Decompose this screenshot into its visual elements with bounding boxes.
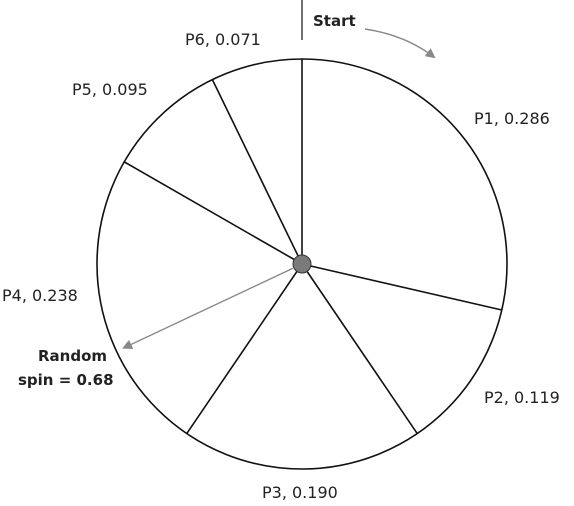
- segment-label-p4: P4, 0.238: [2, 286, 78, 305]
- segment-label-p1: P1, 0.286: [474, 109, 550, 128]
- segment-divider: [123, 161, 303, 265]
- segment-divider: [301, 263, 502, 311]
- start-label: Start: [313, 12, 356, 30]
- segment-dividers: [123, 59, 502, 435]
- start-direction-arrow: [364, 28, 436, 59]
- segment-divider: [186, 263, 303, 435]
- segment-divider: [301, 263, 418, 435]
- random-spin-label-line2: spin = 0.68: [18, 371, 114, 389]
- segment-label-p5: P5, 0.095: [72, 80, 148, 99]
- segment-label-p2: P2, 0.119: [484, 388, 560, 407]
- wheel-hub: [292, 254, 312, 274]
- segment-divider: [211, 79, 303, 265]
- segment-label-p6: P6, 0.071: [185, 30, 261, 49]
- random-spin-arrow: [122, 267, 294, 349]
- segment-label-p3: P3, 0.190: [262, 483, 338, 502]
- random-spin-label-line1: Random: [38, 347, 107, 365]
